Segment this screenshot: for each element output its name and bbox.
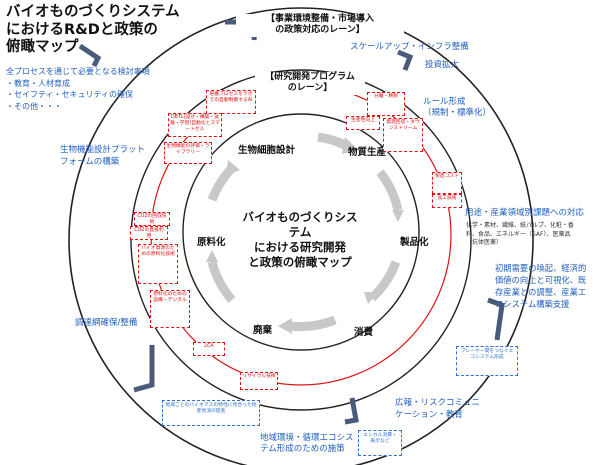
red-box-bio-function-library: 生物機能の評価・ライブラリー — [164, 142, 212, 164]
pr-label: 広報・リスクコミュニ ケーション・教育 — [395, 397, 480, 422]
all-process-line-2: ・教育・人材育成 — [6, 78, 70, 88]
outer-lane-label: 【事業環境整備・市場導入 の政策対応のレーン】 — [236, 14, 404, 37]
bracket-top-left — [78, 43, 102, 68]
env-line-2: テム形成のための施策 — [260, 444, 345, 455]
inner-lane-label-line-1: 【研究開発プログラム — [265, 72, 355, 82]
outer-lane-label-line-1: 【事業環境整備・市場導入 — [265, 14, 374, 24]
inner-lane-label: 【研究開発プログラム のレーン】 — [255, 72, 365, 95]
investment-label: 投資拡大 — [425, 60, 460, 70]
node-production: 物質生産 — [348, 147, 387, 158]
red-box-production-cost: 製造コスト — [432, 172, 462, 194]
scale-up-label: スケールアップ・インフラ整備 — [350, 42, 469, 52]
red-box-processing: 加工技術 — [432, 194, 462, 208]
demand-label: 初期需要の喚起、経済的 価値の向上と可視化、既 存産業との調整、産業エ コシステ… — [495, 262, 586, 310]
pr-line-1: 広報・リスクコミュニ — [395, 398, 481, 408]
all-process-label: 全プロセスを通じて必要となる検討事項 ・教育・人材育成 ・セイフティ・セキュリテ… — [6, 66, 150, 112]
middle-ring — [130, 69, 472, 411]
node-productization: 製品化 — [400, 237, 429, 248]
inner-ring — [182, 113, 420, 351]
env-label: 地域環境・循環エコシス テム形成のための施策 — [260, 433, 354, 456]
red-box-resource-recovery: 資源回収・ダウンストリーム — [383, 118, 423, 152]
red-box-co2-capture: CO2の回収技術 — [134, 212, 170, 226]
all-process-line-1: 全プロセスを通じて必要となる検討事項 — [6, 67, 150, 76]
red-box-separation: 分離・精製 — [367, 92, 405, 116]
all-process-line-3: ・セイフティ・セキュリティの確保 — [6, 90, 134, 100]
inner-lane-label-line-2: のレーン】 — [287, 83, 333, 94]
node-bio-cell-design: 生物細胞設計 — [238, 145, 296, 156]
arrow-consumption-to-disposal — [289, 315, 337, 332]
env-line-1: 地域環境・循環エコシス — [260, 433, 354, 443]
red-box-dbtl: DBTL(設計・構築・試験・学習)自動化とスマートセル — [168, 113, 222, 137]
outer-ring — [68, 7, 534, 465]
use-area-label: 用途・産業領域別課題への対応 — [465, 208, 584, 219]
red-box-raw-digital: 原料化のための設備・デジタル — [150, 290, 190, 328]
use-line-2: 化学・素材、繊維、紙パルプ、化粧・香 — [466, 222, 574, 229]
all-process-line-4: ・その他・・・ — [6, 101, 62, 111]
bracket-right — [487, 297, 505, 341]
red-box-bio-resource: バイオ資源のための原料化技術 — [138, 244, 178, 284]
center-label-line-1: バイオものづくりシステム — [242, 210, 358, 239]
title-line-1: バイオものづくりシステム — [6, 4, 180, 20]
outer-lane-label-line-2: の政策対応のレーン】 — [275, 25, 365, 36]
node-disposal: 廃棄 — [253, 325, 273, 336]
red-box-lca: LCA — [193, 342, 225, 356]
platform-line-2: フォームの構築 — [60, 156, 120, 167]
center-label: バイオものづくりシステム における研究開発 と政策の俯瞰マップ — [240, 210, 360, 270]
node-consumption: 消費 — [354, 327, 374, 338]
blue-box-local-biomass: 地域ごとのバイオマスの特性に見合った地産地消の促進 — [162, 400, 260, 426]
demand-line-4: コシステム構築支援 — [495, 299, 570, 310]
use-line-1: 用途・産業領域別課題への対応 — [465, 208, 585, 218]
blue-box-ecosystem: プレーヤー間をつなぐエコシステム形成 — [456, 346, 518, 376]
bracket-bottom — [344, 397, 359, 425]
arrow-design-to-production — [317, 132, 347, 150]
bracket-left — [133, 345, 155, 393]
platform-line-1: 生物機能設計プラット — [60, 145, 146, 155]
red-box-recycling: リサイクル技術 — [240, 372, 278, 390]
title-line-2: におけるR&Dと政策の — [6, 21, 158, 38]
red-box-productivity: 生産性向上 — [346, 116, 380, 130]
center-label-line-3: と政策の俯瞰マップ — [248, 254, 352, 269]
procurement-label: 調達網確保/整備 — [75, 318, 138, 328]
use-line-4: （抗体医薬） — [466, 239, 503, 247]
node-raw-material: 原料化 — [197, 237, 226, 248]
demand-line-2: 価値の向上と可視化、既 — [495, 275, 587, 286]
red-box-co2-use: CO2の直接利用 — [130, 226, 168, 240]
demand-line-1: 初期需要の喚起、経済的 — [495, 263, 587, 273]
arrow-production-to-product — [376, 169, 403, 212]
blue-box-ethical: エシカル消費・表示など — [358, 430, 402, 456]
rule-line-1: ルール形成 — [423, 97, 466, 107]
arrow-disposal-to-raw — [207, 260, 236, 303]
use-area-detail: 化学・素材、繊維、紙パルプ、化粧・香 料、食品、エネルギー（SAF）、医薬品 （… — [466, 222, 574, 248]
center-label-line-2: における研究開発 — [254, 239, 346, 254]
platform-label: 生物機能設計プラット フォームの構築 — [60, 145, 145, 169]
pr-line-2: ケーション・教育 — [395, 410, 463, 421]
rule-line-2: （規制・標準化） — [423, 107, 492, 118]
red-box-ai-culture: 培養プロセスをラボでの自動制御するAI — [206, 90, 256, 114]
page-title: バイオものづくりシステム におけるR&Dと政策の 俯瞰マップ — [6, 4, 180, 57]
rule-formation-label: ルール形成 （規制・標準化） — [423, 97, 491, 118]
arrow-heads — [206, 137, 404, 334]
title-line-3: 俯瞰マップ — [6, 39, 79, 56]
demand-line-3: 存産業との調整、産業エ — [495, 287, 587, 298]
bracket-upper-right — [397, 49, 414, 71]
use-line-3: 料、食品、エネルギー（SAF）、医薬品 — [466, 230, 571, 238]
